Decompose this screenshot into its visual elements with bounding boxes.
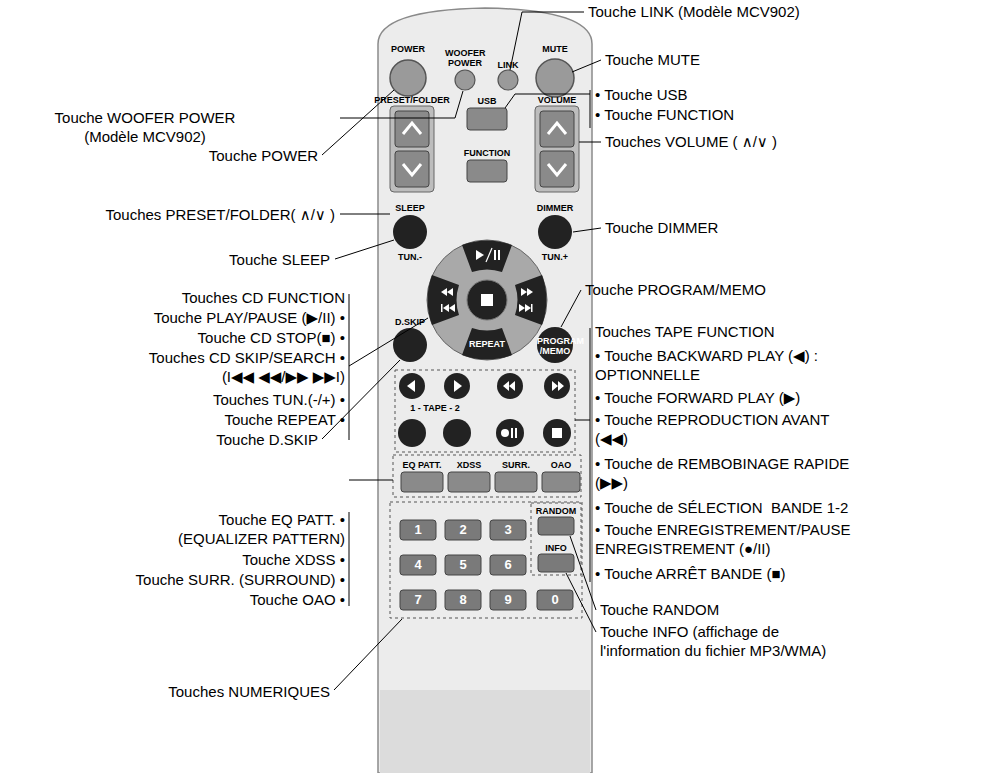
callout-label: Touche POWER [158, 146, 318, 165]
button-label: SLEEP [385, 203, 435, 213]
callout-label: Touche INFO (affichage de l'information … [600, 622, 855, 660]
callout-label: Touche WOOFER POWER (Modèle MCV902) [45, 108, 245, 146]
callout-label: Touches CD FUNCTION [145, 288, 345, 307]
button-label: TUN.- [390, 252, 430, 262]
button-label: POWER [383, 44, 433, 54]
callout-label: • Touche REPRODUCTION AVANT (◀◀) [595, 410, 860, 448]
digit-label: 3 [493, 523, 523, 537]
callout-label: Touche EQ PATT. • (EQUALIZER PATTERN) [165, 510, 345, 548]
digit-label: 4 [403, 558, 433, 572]
button-label: REPEAT [462, 339, 512, 349]
callout-label: Touches PRESET/FOLDER( ∧/∨ ) [75, 205, 335, 224]
callout-label: • Touche ARRÊT BANDE (■) [595, 564, 875, 583]
callout-label: Touche MUTE [605, 50, 805, 69]
callout-label: Touche REPEAT • [145, 410, 345, 429]
callout-label: Touche OAO • [165, 590, 345, 609]
button-label: 1 - TAPE - 2 [400, 403, 470, 413]
callout-label: Touche PROGRAM/MEMO [585, 280, 835, 299]
callout-label: Touches CD SKIP/SEARCH • (I◀◀ ◀◀/▶▶ ▶▶I) [140, 348, 345, 386]
button-label: INFO [536, 543, 576, 553]
button-label: PROGRAM /MEMO [537, 336, 573, 356]
callout-label: Touche XDSS • [165, 550, 345, 569]
button-label: LINK [488, 60, 528, 70]
callout-label: Touches TAPE FUNCTION [595, 322, 845, 341]
button-label: PRESET/FOLDER [372, 95, 452, 105]
digit-label: 5 [448, 558, 478, 572]
digit-label: 0 [540, 593, 570, 607]
button-label: FUNCTION [457, 148, 517, 158]
callout-label: • Touche USB [595, 85, 795, 104]
digit-label: 8 [448, 593, 478, 607]
button-label: TUN.+ [535, 252, 575, 262]
button-label: DIMMER [530, 203, 580, 213]
callout-label: Touches VOLUME ( ∧/∨ ) [605, 132, 855, 151]
callout-label: Touche RANDOM [600, 600, 850, 619]
button-label: SURR. [494, 460, 538, 470]
digit-label: 7 [403, 593, 433, 607]
callout-label: Touches TUN.(-/+) • [145, 390, 345, 409]
callout-label: Touche D.SKIP [158, 430, 318, 449]
callout-label: Touche SURR. (SURROUND) • [125, 570, 345, 589]
callout-label: Touche CD STOP(■) • [145, 328, 345, 347]
button-label: RANDOM [531, 506, 581, 516]
digit-label: 6 [493, 558, 523, 572]
callout-label: • Touche de SÉLECTION BANDE 1-2 [595, 498, 895, 517]
callout-label: • Touche BACKWARD PLAY (◀) : OPTIONNELLE [595, 346, 845, 384]
callout-label: Touche PLAY/PAUSE (▶/II) • [125, 308, 345, 327]
callout-label: • Touche FORWARD PLAY (▶) [595, 388, 875, 407]
callout-label: Touches NUMERIQUES [130, 682, 330, 701]
callout-label: • Touche de REMBOBINAGE RAPIDE (▶▶) [595, 454, 880, 492]
digit-label: 1 [403, 523, 433, 537]
callout-label: • Touche FUNCTION [595, 105, 795, 124]
callout-label: Touche LINK (Modèle MCV902) [588, 2, 888, 21]
digit-label: 9 [493, 593, 523, 607]
button-label: D.SKIP [385, 317, 435, 327]
callout-label: • Touche ENREGISTREMENT/PAUSE ENREGISTRE… [595, 520, 880, 558]
button-label: VOLUME [532, 95, 582, 105]
button-label: OAO [541, 460, 581, 470]
button-label: XDSS [447, 460, 491, 470]
button-label: MUTE [530, 44, 580, 54]
button-label: WOOFER POWER [445, 48, 485, 68]
callout-label: Touche SLEEP [170, 250, 330, 269]
callout-label: Touche DIMMER [605, 218, 805, 237]
button-label: USB [467, 96, 507, 106]
digit-label: 2 [448, 523, 478, 537]
button-label: EQ PATT. [397, 460, 447, 470]
